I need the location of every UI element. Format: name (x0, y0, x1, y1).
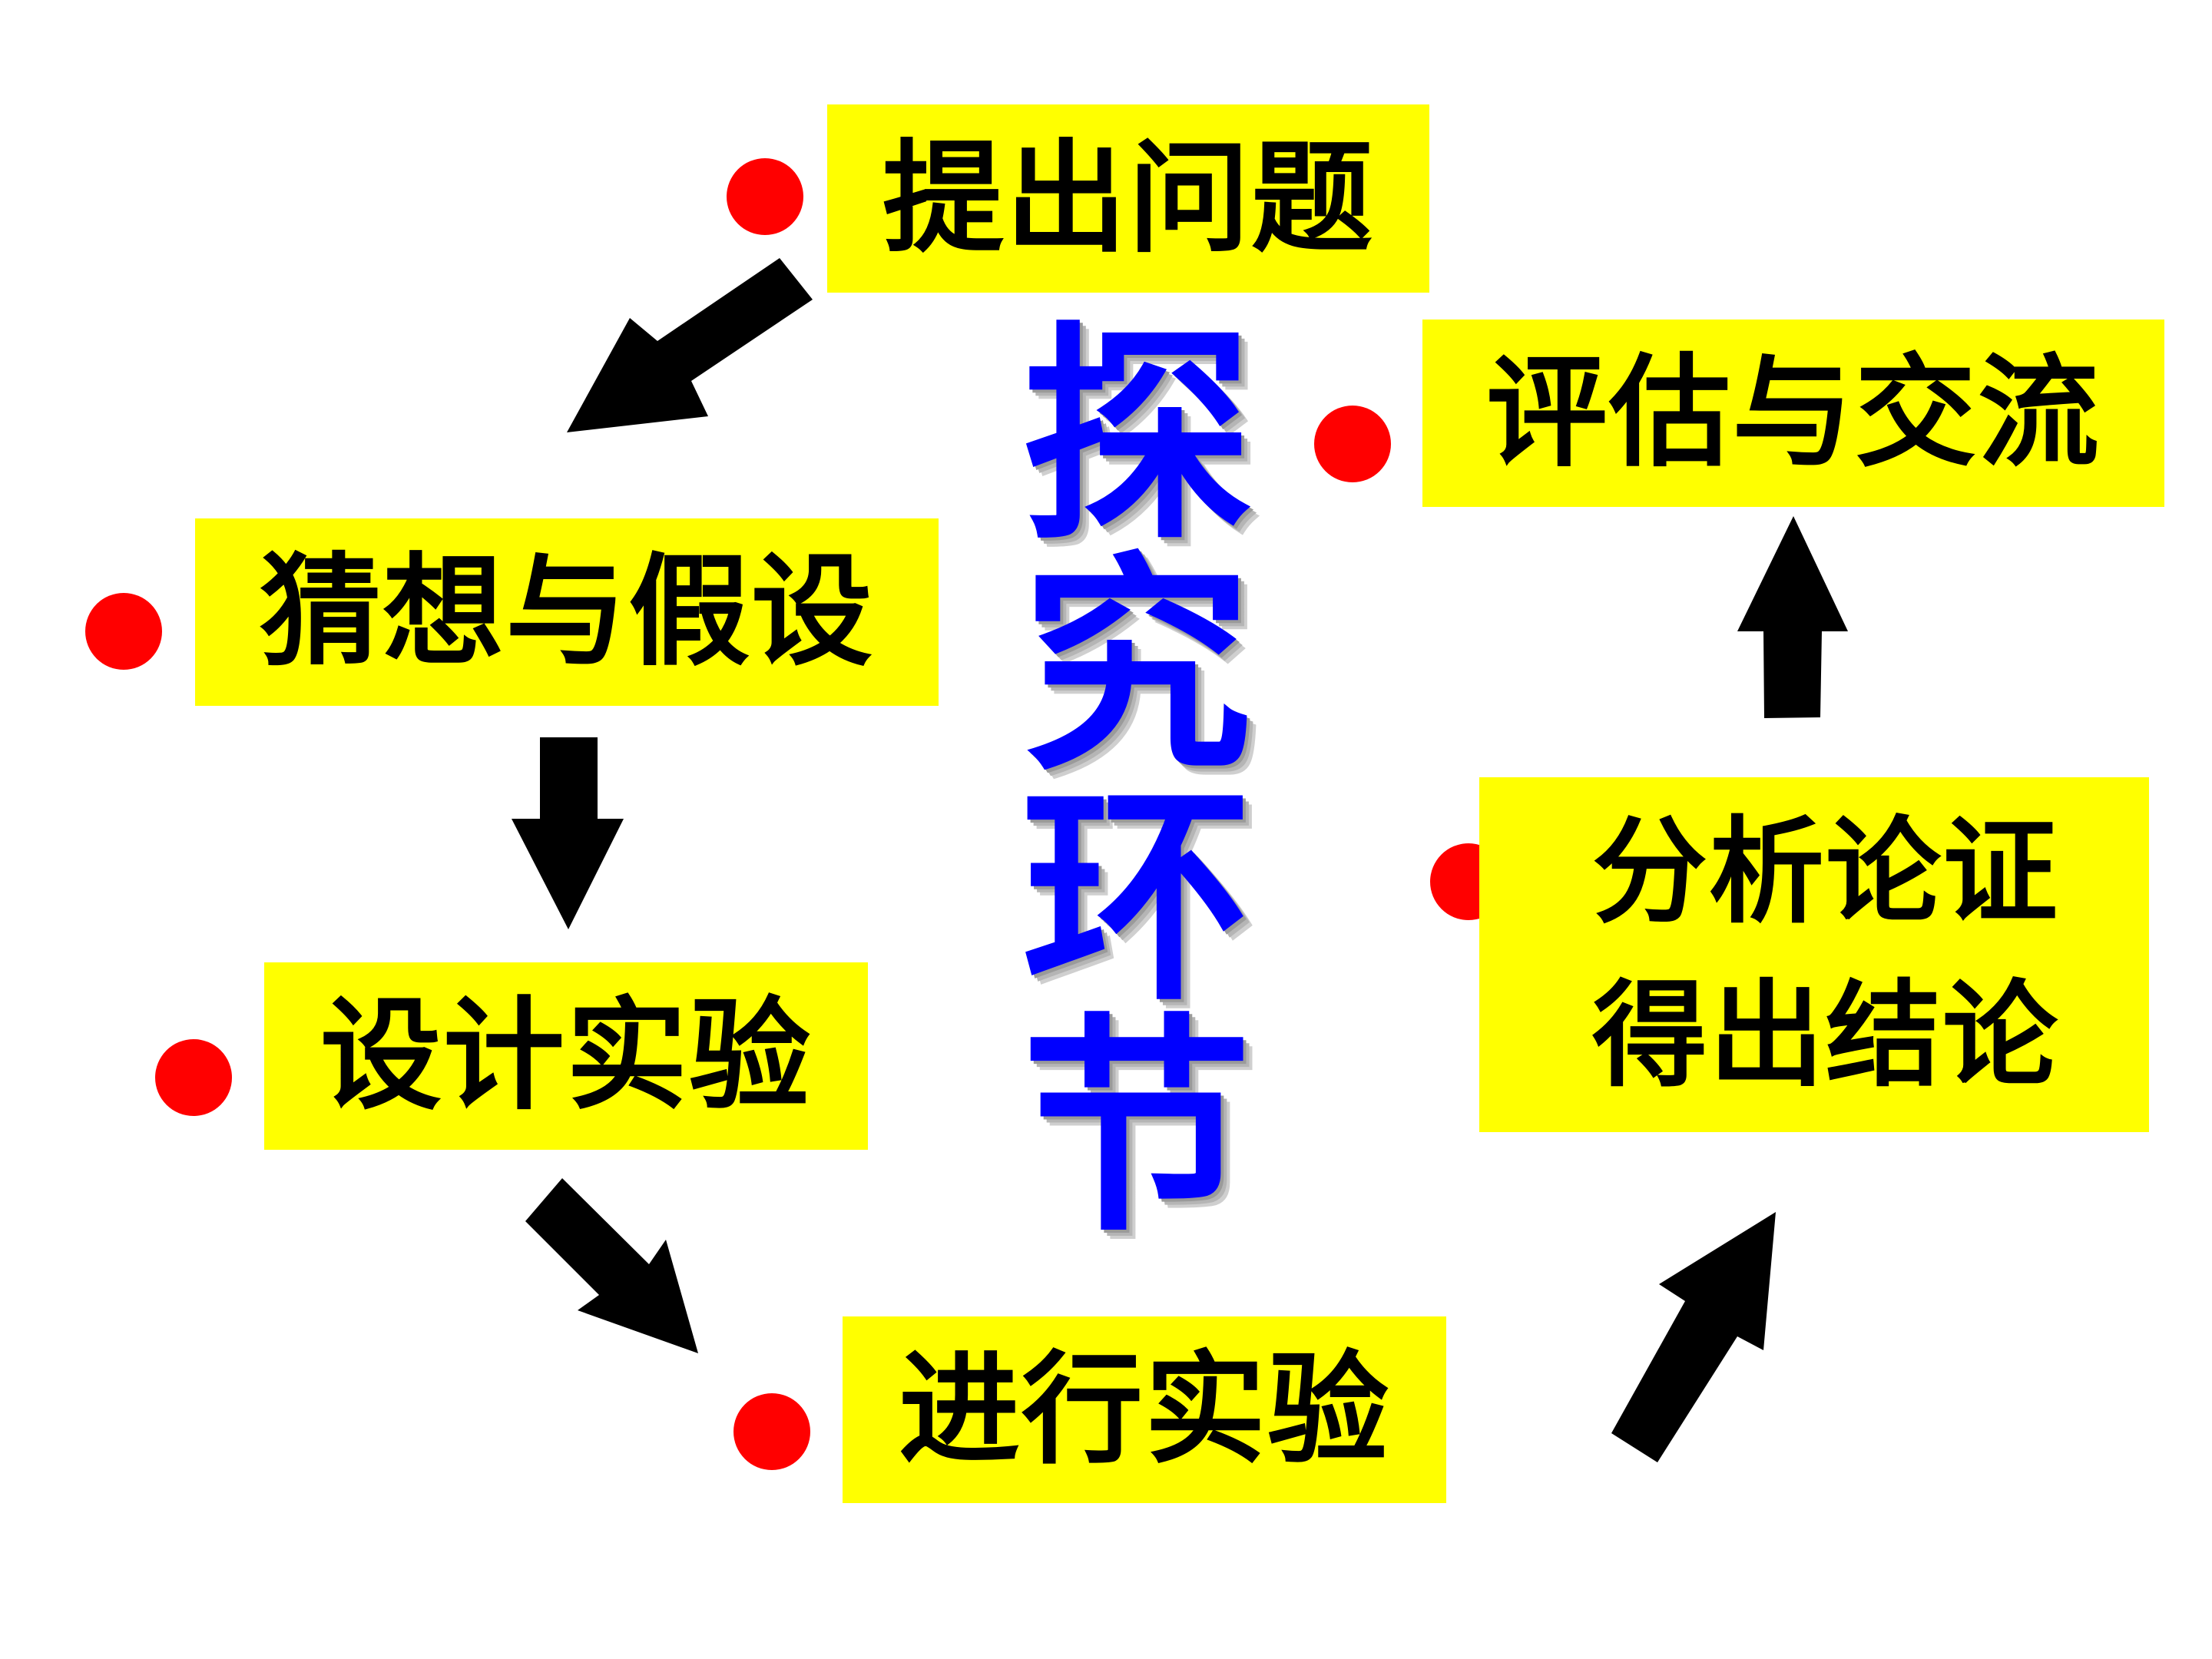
bullet-dot-conduct (733, 1393, 810, 1470)
step-hypothesis: 猜想与假设 (195, 518, 939, 706)
step-analyze-conclude: 分析论证 得出结论 (1479, 777, 2149, 1132)
arrow-design-to-conduct (525, 1178, 698, 1353)
step-analyze-line1: 分析论证 (1591, 806, 2059, 939)
arrow-ask-to-hypothesis (567, 258, 813, 432)
bullet-dot-evaluate (1314, 406, 1391, 482)
title-char-2: 究 (1022, 534, 1252, 802)
arrow-analyze-to-evaluate (1737, 516, 1848, 718)
center-title: 探 究 环 节 (1022, 323, 1252, 1244)
step-conduct-experiment: 进行实验 (843, 1316, 1446, 1503)
bullet-dot-hypothesis (85, 593, 162, 670)
bullet-dot-ask (727, 158, 803, 235)
title-char-4: 节 (1022, 995, 1252, 1263)
arrow-hypothesis-to-design (512, 737, 624, 929)
step-design-experiment: 设计实验 (264, 962, 868, 1150)
title-char-3: 环 (1022, 764, 1252, 1032)
step-evaluate-communicate: 评估与交流 (1422, 320, 2164, 507)
title-char-1: 探 (1022, 303, 1252, 571)
arrow-conduct-to-analyze (1611, 1212, 1776, 1462)
step-analyze-line2: 得出结论 (1591, 969, 2059, 1103)
bullet-dot-design (155, 1039, 232, 1116)
step-ask-question: 提出问题 (827, 104, 1429, 293)
